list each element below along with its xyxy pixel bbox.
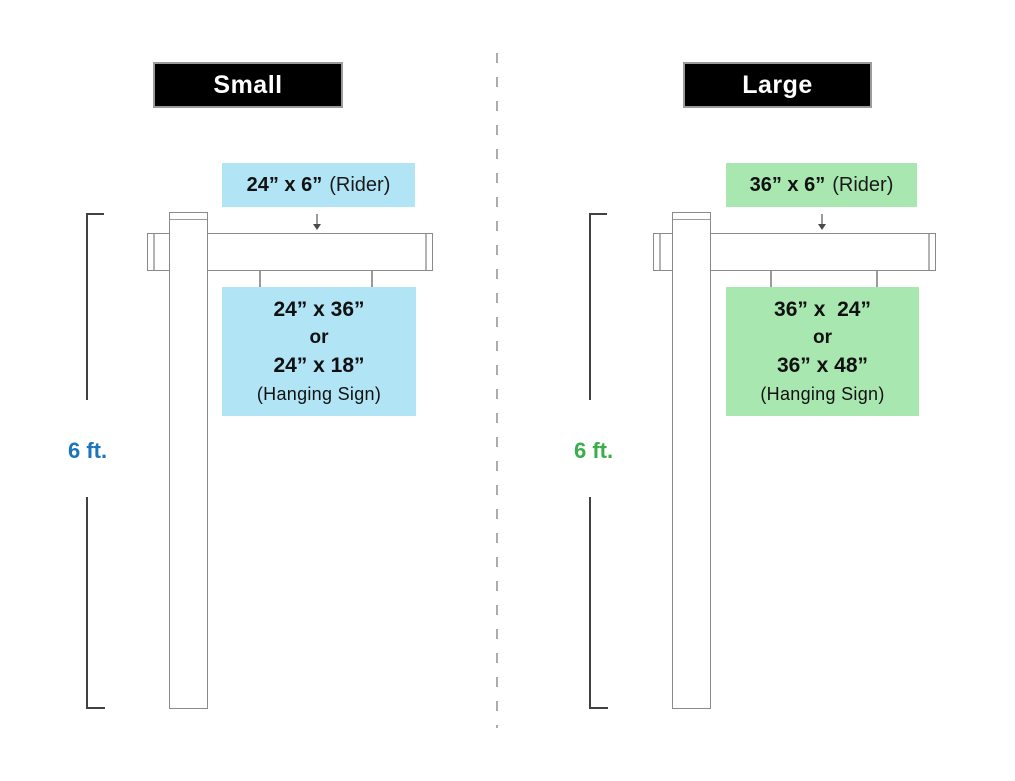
- hanging-sign-box: 36” x 24” or 36” x 48” (Hanging Sign): [726, 287, 919, 416]
- down-arrow-icon: [821, 214, 823, 224]
- hanger-wire: [770, 270, 772, 287]
- hanging-sign-option-b: 24” x 18”: [273, 353, 365, 377]
- rider-sign-box: 24” x 6” (Rider): [222, 163, 415, 207]
- arm-end-cap: [425, 234, 427, 270]
- down-arrow-icon: [316, 214, 318, 224]
- rider-label: (Rider): [832, 173, 894, 196]
- height-bracket: [86, 213, 104, 215]
- down-arrow-icon: [313, 224, 321, 230]
- arm-end-cap: [928, 234, 930, 270]
- rider-label: (Rider): [329, 173, 391, 196]
- panel-title: Small: [213, 70, 283, 99]
- rider-dimensions: 36” x 6”: [749, 173, 826, 196]
- height-label: 6 ft.: [574, 438, 614, 463]
- sign-post: [169, 212, 208, 709]
- height-bracket: [589, 497, 591, 709]
- center-divider-dashed-line: [496, 53, 498, 728]
- hanging-sign-caption: (Hanging Sign): [256, 383, 382, 404]
- hanging-sign-option-b: 36” x 48”: [776, 353, 869, 377]
- height-bracket: [589, 707, 608, 709]
- hanging-sign-caption: (Hanging Sign): [760, 383, 885, 404]
- hanger-wire: [371, 270, 373, 287]
- arm-end-cap: [153, 234, 155, 270]
- hanging-sign-conjunction: or: [309, 326, 329, 348]
- height-label: 6 ft.: [68, 438, 108, 463]
- sign-post: [672, 212, 711, 709]
- height-bracket: [86, 213, 88, 400]
- down-arrow-icon: [818, 224, 826, 230]
- hanging-sign-box: 24” x 36” or 24” x 18” (Hanging Sign): [222, 287, 416, 416]
- rider-dimensions: 24” x 6”: [246, 173, 323, 196]
- height-bracket: [86, 497, 88, 709]
- post-cap-line: [673, 219, 710, 220]
- height-bracket: [589, 213, 607, 215]
- height-bracket: [589, 213, 591, 400]
- panel-title-badge: Large: [683, 62, 872, 108]
- hanging-sign-option-a: 24” x 36”: [273, 297, 365, 321]
- hanging-sign-conjunction: or: [813, 326, 832, 348]
- hanger-wire: [259, 270, 261, 287]
- arm-end-cap: [659, 234, 661, 270]
- hanger-wire: [876, 270, 878, 287]
- rider-sign-box: 36” x 6” (Rider): [726, 163, 917, 207]
- panel-title: Large: [742, 70, 813, 99]
- height-bracket: [86, 707, 105, 709]
- hanging-sign-option-a: 36” x 24”: [774, 297, 871, 321]
- post-cap-line: [170, 219, 207, 220]
- panel-title-badge: Small: [153, 62, 343, 108]
